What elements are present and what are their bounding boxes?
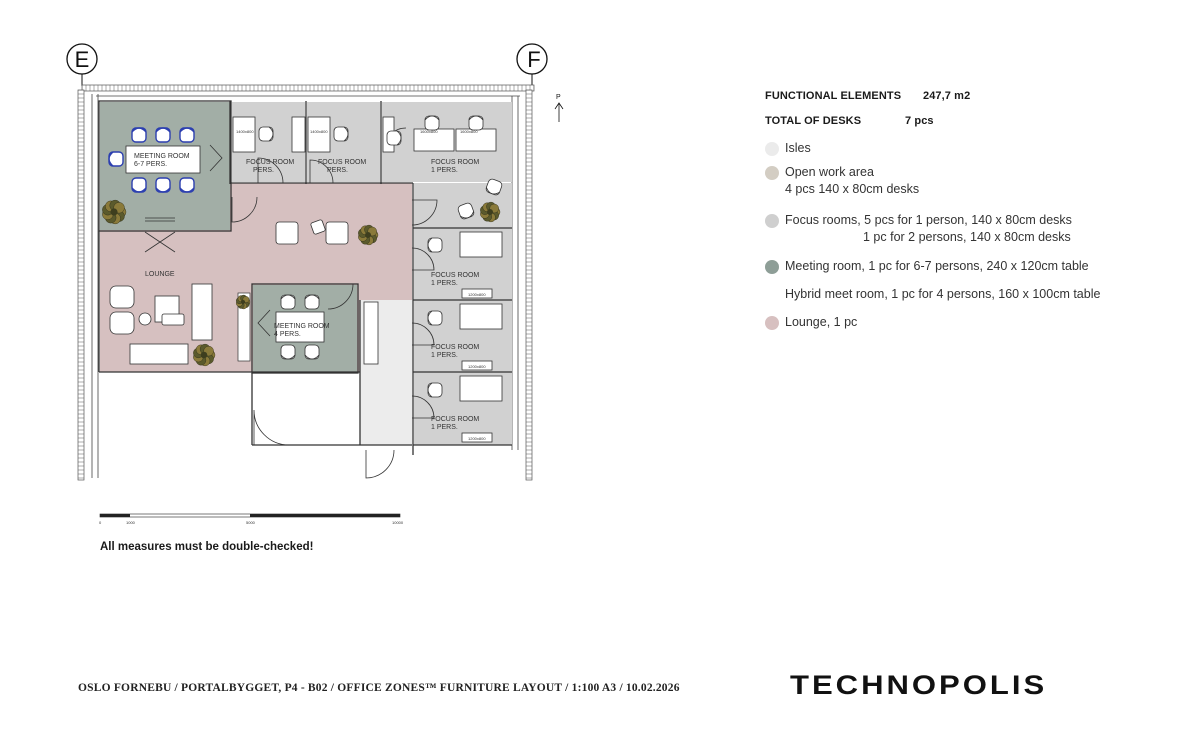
legend-swatch — [765, 260, 779, 274]
chair-icon — [424, 115, 440, 131]
interior-walls — [98, 100, 512, 455]
label-focus-room-6: FOCUS ROOM — [431, 416, 479, 423]
legend-swatch — [765, 214, 779, 228]
label-focus-room-4-capacity: 1 PERS. — [431, 280, 458, 287]
chair-icon — [155, 177, 171, 193]
chair-icon — [131, 177, 147, 193]
desk-label: 1200x800 — [468, 364, 486, 369]
grid-label-e: E — [75, 47, 90, 72]
lounge-furniture — [109, 219, 379, 365]
label-focus-room-2-capacity: PERS. — [327, 167, 348, 174]
legend-swatch — [765, 166, 779, 180]
plants-icon — [102, 199, 501, 367]
label-lounge: LOUNGE — [145, 271, 175, 278]
label-focus-room-5: FOCUS ROOM — [431, 344, 479, 351]
north-arrow-icon: P — [554, 94, 564, 122]
stat-functional-elements: FUNCTIONAL ELEMENTS 247,7 m2 — [765, 90, 970, 102]
label-meeting-room-large-capacity: 6-7 PERS. — [134, 161, 167, 168]
desk-label: 1200x800 — [468, 292, 486, 297]
focus-desks — [232, 116, 503, 443]
label-focus-room-1-capacity: PERS. — [253, 167, 274, 174]
desk-label: 1600x800 — [460, 129, 478, 134]
stat-functional-label: FUNCTIONAL ELEMENTS — [765, 90, 902, 102]
svg-text:5000: 5000 — [246, 520, 256, 525]
legend-text: Focus rooms, 5 pcs for 1 person, 140 x 8… — [785, 213, 1072, 227]
doors — [231, 127, 438, 479]
stat-total-desks: TOTAL OF DESKS 7 pcs — [765, 115, 934, 127]
legend-text: 4 pcs 140 x 80cm desks — [785, 182, 920, 196]
desk-label: 1400x800 — [310, 129, 328, 134]
stat-desks-value: 7 pcs — [905, 115, 934, 127]
north-label: P — [556, 94, 561, 101]
legend-swatch — [765, 142, 779, 156]
label-focus-room-5-capacity: 1 PERS. — [431, 352, 458, 359]
stat-desks-label: TOTAL OF DESKS — [765, 115, 862, 127]
grid-marker-e: E — [66, 43, 98, 86]
legend-text: 1 pc for 2 persons, 140 x 80cm desks — [863, 230, 1071, 244]
chair-icon — [427, 310, 443, 326]
desk-label: 1600x800 — [420, 129, 438, 134]
footer-title: OSLO FORNEBU / PORTALBYGGET, P4 - B02 / … — [78, 682, 680, 694]
chair-icon — [427, 382, 443, 398]
chair-icon — [427, 237, 443, 253]
chair-icon — [468, 115, 484, 131]
legend-text: Isles — [785, 141, 811, 155]
legend-text: Lounge, 1 pc — [785, 315, 858, 329]
plant-icon — [236, 294, 251, 310]
grid-label-f: F — [527, 47, 540, 72]
meeting-table-small — [237, 292, 325, 362]
room-labels: MEETING ROOM 6-7 PERS. LOUNGE MEETING RO… — [134, 153, 479, 431]
chair-icon — [280, 294, 296, 310]
meeting-chairs-small — [280, 294, 320, 360]
plant-icon — [102, 199, 127, 225]
chair-icon — [155, 127, 171, 143]
svg-text:10000: 10000 — [392, 520, 404, 525]
chair-icon — [485, 178, 503, 196]
hybrid-indicators — [144, 144, 271, 337]
chair-icon — [304, 344, 320, 360]
label-meeting-room-small-capacity: 4 PERS. — [274, 331, 301, 338]
desk-dimension-labels: 1400x800 1400x800 1600x800 1600x800 1200… — [236, 129, 486, 441]
plant-icon — [358, 224, 379, 246]
legend-text: Meeting room, 1 pc for 6-7 persons, 240 … — [785, 259, 1089, 273]
svg-text:0: 0 — [99, 520, 102, 525]
chair-icon — [386, 130, 402, 146]
chair-icon — [457, 202, 475, 220]
label-focus-room-6-capacity: 1 PERS. — [431, 424, 458, 431]
chair-icon — [258, 126, 274, 142]
chair-icon — [333, 126, 349, 142]
plant-icon — [480, 201, 501, 223]
stat-functional-value: 247,7 m2 — [923, 90, 971, 102]
label-focus-room-3: FOCUS ROOM — [431, 159, 479, 166]
grid-marker-f: F — [516, 43, 548, 86]
meeting-chairs-blue — [108, 127, 195, 193]
label-focus-room-1: FOCUS ROOM — [246, 159, 294, 166]
warning-text: All measures must be double-checked! — [100, 541, 314, 553]
legend-swatch — [765, 316, 779, 330]
scale-bar: 0 1000 5000 10000 — [99, 513, 404, 525]
label-focus-room-2: FOCUS ROOM — [318, 159, 366, 166]
legend-text: Hybrid meet room, 1 pc for 4 persons, 16… — [785, 287, 1101, 301]
technopolis-logo: TECHNOPOLIS — [790, 670, 1048, 700]
chair-icon — [280, 344, 296, 360]
legend-text: Open work area — [785, 165, 874, 179]
label-focus-room-4: FOCUS ROOM — [431, 272, 479, 279]
meeting-table-large — [125, 145, 201, 174]
chair-icon — [304, 294, 320, 310]
facade-walls — [77, 84, 535, 481]
label-meeting-room-large: MEETING ROOM — [134, 153, 190, 160]
desk-label: 1200x800 — [468, 436, 486, 441]
label-focus-room-3-capacity: 1 PERS. — [431, 167, 458, 174]
plant-icon — [193, 343, 216, 367]
label-meeting-room-small: MEETING ROOM — [274, 323, 330, 330]
chair-icon — [108, 151, 124, 167]
chair-icon — [179, 177, 195, 193]
chair-icon — [131, 127, 147, 143]
desk-label: 1400x800 — [236, 129, 254, 134]
desk-chairs — [258, 115, 503, 398]
svg-text:1000: 1000 — [126, 520, 136, 525]
chair-icon — [179, 127, 195, 143]
